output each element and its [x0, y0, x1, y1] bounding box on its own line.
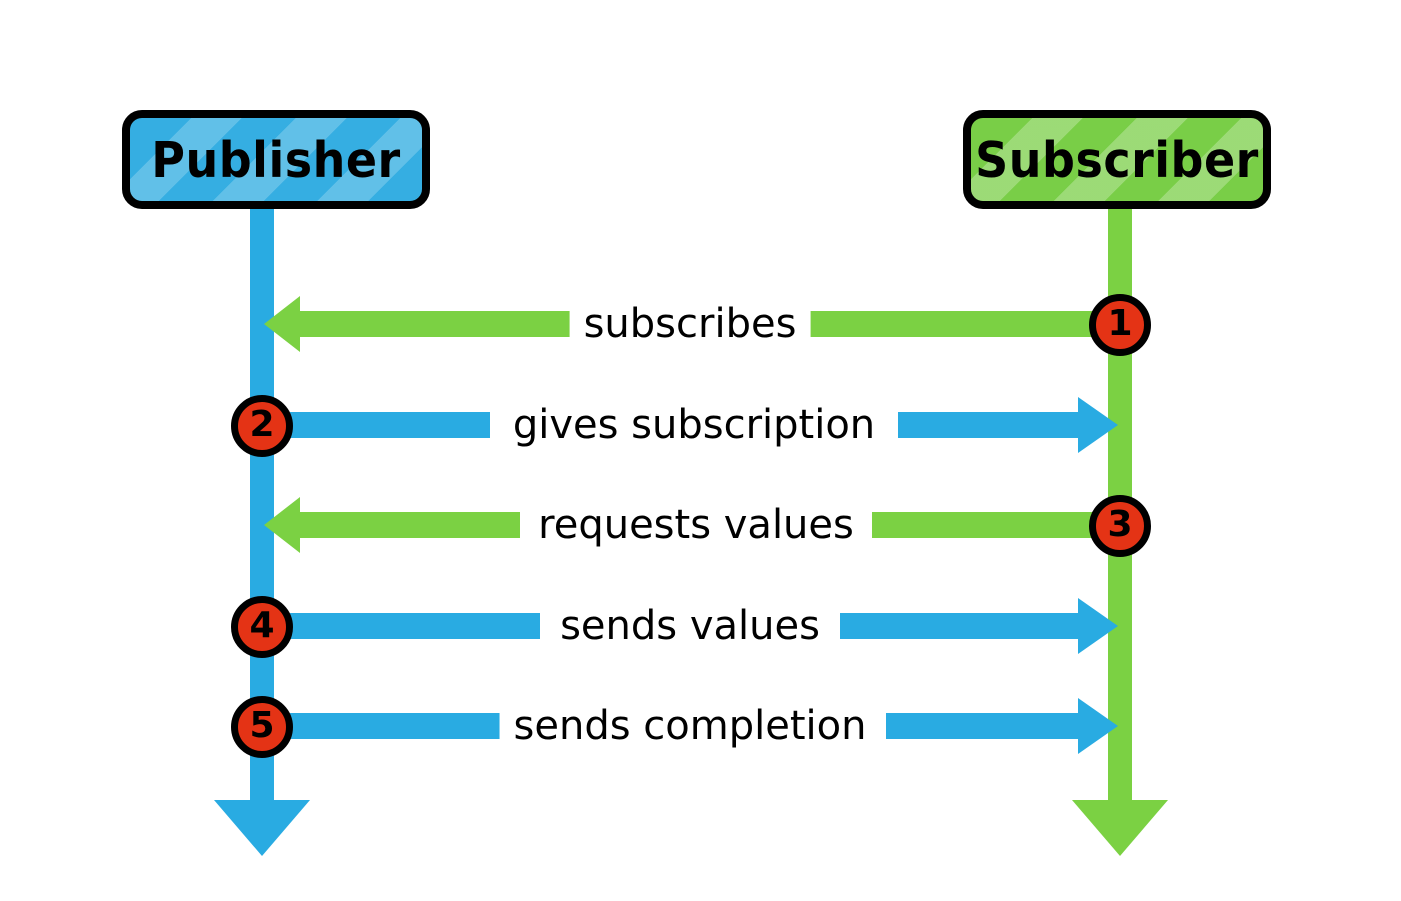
step-badge-5-number: 5: [249, 705, 275, 746]
step-badge-3-number: 3: [1107, 504, 1133, 545]
step-badge-1-number: 1: [1107, 303, 1133, 344]
message-label-sends-values: sends values: [546, 602, 834, 650]
message-arrow-2: [290, 397, 1118, 453]
step-badge-4[interactable]: 4: [231, 596, 293, 658]
message-arrow-4: [290, 598, 1118, 654]
message-arrow-1: [264, 296, 1110, 352]
actor-box-subscriber[interactable]: Subscriber: [963, 110, 1271, 209]
message-arrow-3: [264, 497, 1110, 553]
message-label-requests-values: requests values: [524, 501, 868, 549]
step-badge-1[interactable]: 1: [1089, 294, 1151, 356]
message-label-gives-subscription: gives subscription: [498, 401, 890, 449]
step-badge-2-number: 2: [249, 404, 275, 445]
step-badge-3[interactable]: 3: [1089, 495, 1151, 557]
step-badge-5[interactable]: 5: [231, 696, 293, 758]
step-badge-2[interactable]: 2: [231, 395, 293, 457]
message-label-sends-completion: sends completion: [499, 702, 881, 750]
actor-box-publisher[interactable]: Publisher: [122, 110, 430, 209]
message-label-subscribes: subscribes: [569, 300, 811, 348]
step-badge-4-number: 4: [249, 605, 275, 646]
actor-label-subscriber: Subscriber: [975, 130, 1259, 189]
message-arrow-5: [290, 698, 1118, 754]
actor-label-publisher: Publisher: [151, 130, 401, 189]
